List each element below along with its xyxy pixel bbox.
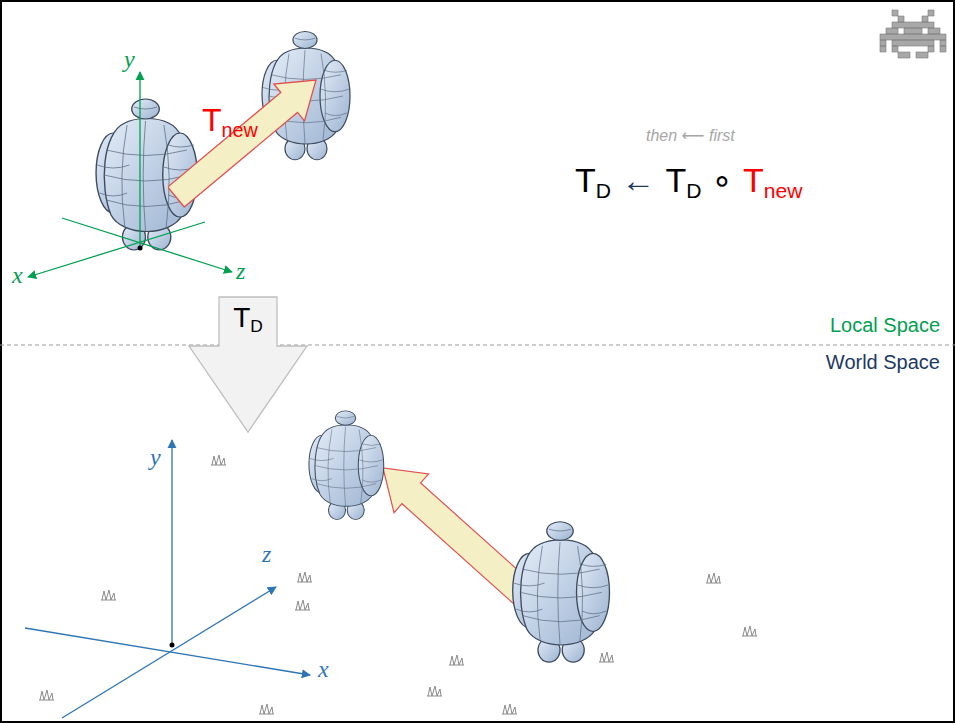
label-slot: z (262, 541, 271, 568)
formula-term: T (575, 161, 596, 200)
label-slot: Local Space (830, 314, 940, 337)
formula-term: ∘ (712, 160, 733, 200)
axis-label: z (262, 541, 271, 567)
label-slot: y (150, 444, 161, 471)
space-label: World Space (826, 351, 940, 373)
formula-subscript: D (686, 179, 701, 203)
arrow-shape (189, 297, 307, 432)
space-label: Local Space (830, 314, 940, 336)
formula-term: T (665, 161, 686, 200)
transform-symbol: T (202, 102, 222, 138)
axis-label: x (318, 656, 329, 682)
axis-label: y (150, 444, 161, 470)
order-note: then ⟵ first (646, 127, 735, 144)
transform-down-arrow: TD (188, 296, 308, 434)
transform-symbol: T (233, 302, 250, 333)
transform-subscript: D (250, 316, 263, 336)
label-slot: World Space (826, 351, 940, 374)
formula-term: T (743, 161, 764, 200)
axis-label: y (124, 46, 135, 72)
transform-text: TD (219, 302, 277, 334)
label-slot: y (124, 46, 135, 73)
formula-subscript: new (764, 179, 803, 203)
arrow-shape (168, 80, 316, 207)
label-slot: z (236, 258, 245, 285)
label-slot: then ⟵ first (646, 126, 735, 145)
transform-arrow: Tnew (168, 62, 330, 210)
transform-text: Tnew (202, 102, 258, 139)
axis-label: x (12, 262, 23, 288)
label-slot: x (12, 262, 23, 289)
axis-label: z (236, 258, 245, 284)
label-slot: x (318, 656, 329, 683)
formula-term: ← (621, 161, 655, 200)
formula-subscript: D (596, 179, 611, 203)
update-formula: TD←TD∘Tnew (575, 160, 803, 200)
transform-subscript: new (222, 119, 258, 141)
